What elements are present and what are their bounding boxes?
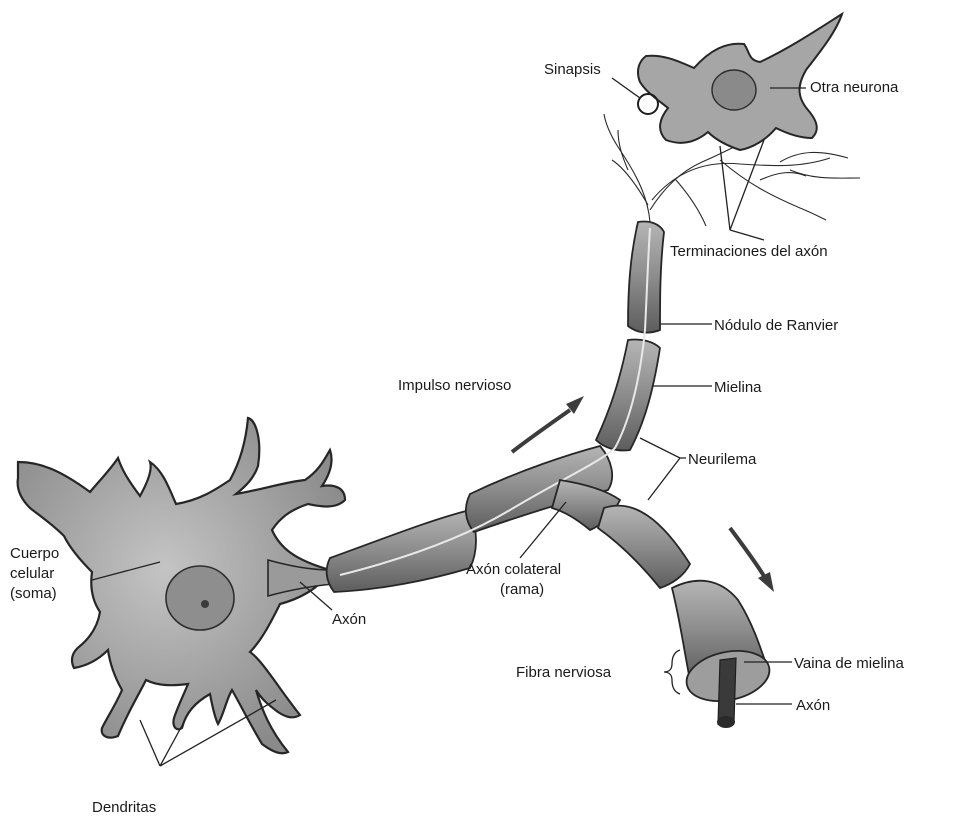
label-cuerpo-3: (soma): [10, 585, 57, 602]
impulse-arrow-main: [512, 410, 570, 452]
collateral-segment-2: [598, 506, 690, 588]
impulse-arrow-branch-head: [758, 572, 774, 592]
other-neuron-nucleus: [712, 70, 756, 110]
label-axon-end: Axón: [796, 697, 830, 714]
label-otra-neurona: Otra neurona: [810, 79, 899, 96]
label-neurilema: Neurilema: [688, 451, 757, 468]
labels: Sinapsis Otra neurona Terminaciones del …: [10, 61, 904, 816]
nucleus: [166, 566, 234, 630]
label-axon-colateral-2: (rama): [500, 581, 544, 598]
label-nodulo-ranvier: Nódulo de Ranvier: [714, 317, 838, 334]
label-axon-colateral-1: Axón colateral: [466, 561, 561, 578]
label-cuerpo-1: Cuerpo: [10, 545, 59, 562]
myelin-segment-1: [327, 510, 476, 592]
label-mielina: Mielina: [714, 379, 762, 396]
myelin-segment-3: [596, 339, 660, 450]
label-axon-main: Axón: [332, 611, 366, 628]
label-terminaciones: Terminaciones del axón: [670, 243, 828, 260]
label-cuerpo-2: celular: [10, 565, 54, 582]
label-fibra-nerviosa: Fibra nerviosa: [516, 664, 612, 681]
impulse-arrow-branch: [730, 528, 764, 576]
axon-end-core: [718, 658, 736, 724]
axon-end-tip: [717, 716, 735, 728]
label-sinapsis: Sinapsis: [544, 61, 601, 78]
synapse-marker: [638, 94, 658, 114]
label-vaina-mielina: Vaina de mielina: [794, 655, 904, 672]
collateral-branch: [552, 480, 774, 728]
label-dendritas: Dendritas: [92, 799, 156, 816]
cell-body: [18, 418, 345, 753]
label-impulso: Impulso nervioso: [398, 377, 511, 394]
nucleolus: [201, 600, 209, 608]
